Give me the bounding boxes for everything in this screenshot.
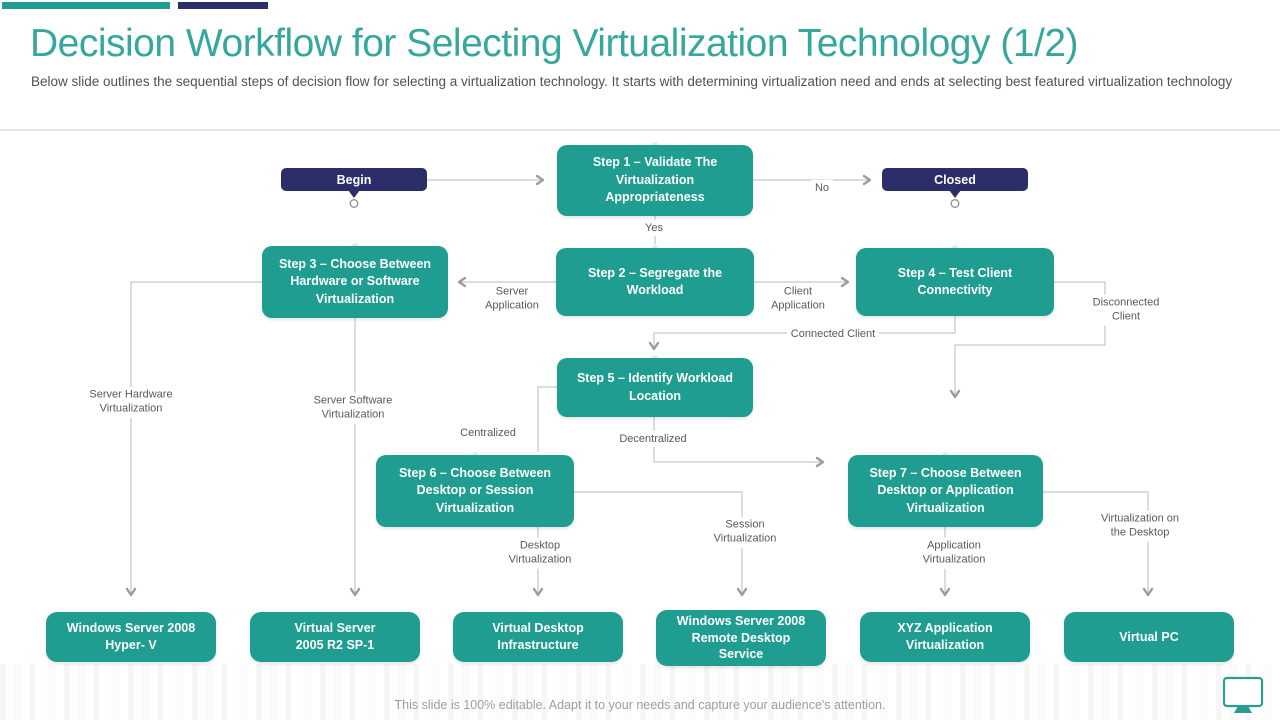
edge-label-session-virtualization: Session Virtualization: [709, 516, 781, 548]
edge-label-application-virtualization: Application Virtualization: [918, 537, 990, 569]
node-step-2: Step 2 – Segregate the Workload: [556, 248, 754, 316]
edge-label-server-hardware-virtualization: Server Hardware Virtualization: [85, 386, 177, 418]
connector-step4-disconnected: [949, 281, 1106, 399]
edge-label-desktop-virtualization: Desktop Virtualization: [504, 537, 576, 569]
node-closed: Closed: [882, 168, 1028, 191]
top-accent-bar-teal: [2, 2, 170, 9]
node-outcome-virtual-server: Virtual Server 2005 R2 SP-1: [250, 612, 420, 662]
connector-step6-rds: [574, 491, 748, 597]
node-step-1: Step 1 – Validate The Virtualization App…: [557, 145, 753, 216]
node-outcome-virtual-pc: Virtual PC: [1064, 612, 1234, 662]
node-step-3: Step 3 – Choose Between Hardware or Soft…: [262, 246, 448, 318]
node-step-7: Step 7 – Choose Between Desktop or Appli…: [848, 455, 1043, 527]
edge-label-disconnected-client: Disconnected Client: [1088, 294, 1164, 326]
connector-step7-virtualpc: [1043, 491, 1154, 597]
top-accent-bar-navy: [178, 2, 268, 9]
node-step-4: Step 4 – Test Client Connectivity: [856, 248, 1054, 316]
closed-anchor-dot: [950, 199, 960, 208]
bottom-watermark-pattern: [0, 664, 1280, 720]
terminal-tails: [348, 190, 961, 208]
node-outcome-rds: Windows Server 2008 Remote Desktop Servi…: [656, 610, 826, 666]
edge-label-connected-client: Connected Client: [786, 325, 880, 343]
node-step-6: Step 6 – Choose Between Desktop or Sessi…: [376, 455, 574, 527]
edge-label-yes: Yes: [641, 219, 667, 237]
connector-step5-step6-centralized: [537, 386, 557, 452]
edge-label-no: No: [810, 179, 834, 197]
page-title: Decision Workflow for Selecting Virtuali…: [30, 22, 1079, 65]
node-outcome-vdi: Virtual Desktop Infrastructure: [453, 612, 623, 662]
begin-anchor-dot: [349, 199, 359, 208]
edge-label-server-software-virtualization: Server Software Virtualization: [309, 392, 397, 424]
edge-label-decentralized: Decentralized: [615, 430, 691, 448]
monitor-icon: [1222, 676, 1264, 713]
edge-label-client-application: Client Application: [767, 283, 829, 315]
edge-label-server-application: Server Application: [481, 283, 543, 315]
edge-label-centralized: Centralized: [456, 424, 520, 442]
node-begin: Begin: [281, 168, 427, 191]
node-outcome-xyz-app: XYZ Application Virtualization: [860, 612, 1030, 662]
edge-label-virtualization-on-desktop: Virtualization on the Desktop: [1096, 510, 1184, 542]
slide-subtitle: Below slide outlines the sequential step…: [31, 74, 1233, 89]
node-outcome-hyperv: Windows Server 2008 Hyper- V: [46, 612, 216, 662]
node-step-5: Step 5 – Identify Workload Location: [557, 358, 753, 417]
footer-note: This slide is 100% editable. Adapt it to…: [394, 698, 886, 712]
connector-step3-hyperv: [125, 281, 262, 597]
header-divider: [0, 129, 1280, 131]
